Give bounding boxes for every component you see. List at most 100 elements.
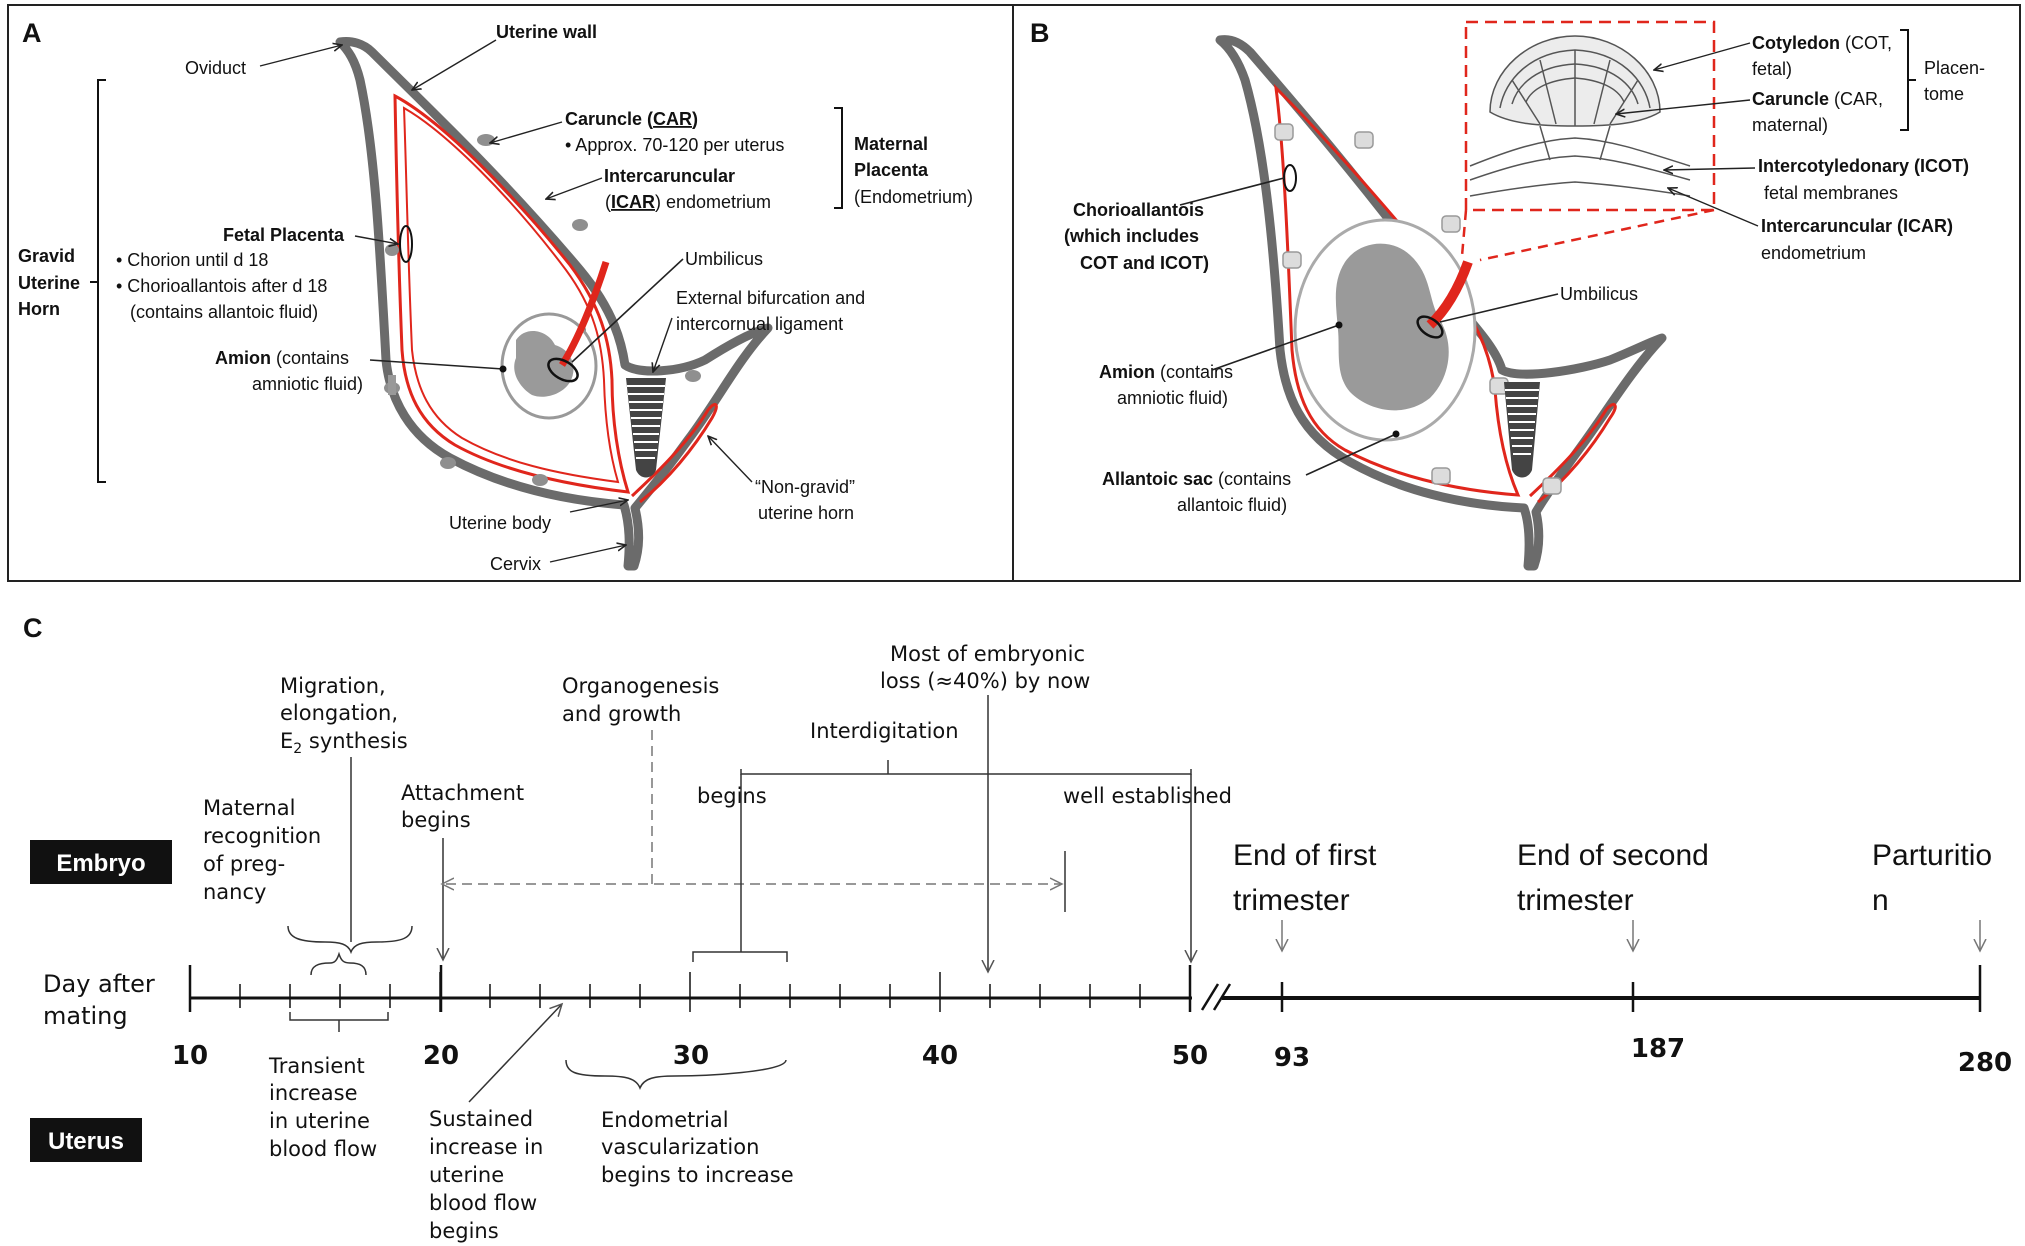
allantoic-label: Allantoic sac (contains xyxy=(1102,469,1291,489)
tick-50: 50 xyxy=(1172,1041,1208,1071)
non-gravid-arrow xyxy=(708,436,753,483)
loss-1: Most of embryonic xyxy=(890,642,1085,666)
cotyledon-arrow xyxy=(1654,42,1751,70)
maternal-bracket xyxy=(834,107,843,209)
chorioallantois-line xyxy=(1179,177,1285,206)
sustained-1: Sustained xyxy=(429,1107,533,1131)
interdigitation-bracket xyxy=(740,760,1192,775)
embryo-badge-bg xyxy=(30,840,172,884)
amion-label-a-2: amniotic fluid) xyxy=(252,374,363,394)
major-ticks xyxy=(188,965,1982,1012)
maternal-rec-4: nancy xyxy=(203,880,266,904)
caruncle-note: • Approx. 70-120 per uterus xyxy=(565,135,784,155)
interdig-begins: begins xyxy=(697,784,767,808)
icar-label-b: Intercaruncular (ICAR) xyxy=(1761,216,1953,236)
uterus-diagram-b xyxy=(1215,35,1667,571)
transient-3: in uterine xyxy=(269,1109,370,1133)
inset-frame xyxy=(1464,20,1716,212)
gravid-horn-3: Horn xyxy=(18,299,60,319)
fetus-a xyxy=(514,330,574,397)
caruncle-label-b-2: maternal) xyxy=(1752,115,1828,135)
inset-connector-1 xyxy=(1460,209,1468,257)
caruncle-label: Caruncle (CAR) xyxy=(565,109,698,129)
interdig-begins-bracket xyxy=(692,951,788,962)
allantoic-line xyxy=(1305,433,1397,476)
umbilicus-marker-b xyxy=(1416,315,1444,339)
non-gravid-2: uterine horn xyxy=(758,503,854,523)
ext-bifurcation-arrow xyxy=(653,317,673,372)
umbilicus-line-b xyxy=(1439,293,1559,323)
umbilicus-label-b: Umbilicus xyxy=(1560,284,1638,304)
interdig-established: well established xyxy=(1063,784,1232,808)
attachment-1: Attachment xyxy=(401,781,524,805)
attachment-2: begins xyxy=(401,808,471,832)
amion-label-a: Amion (contains xyxy=(215,348,349,368)
panel-c: C Embryo Uterus Day after mating 10 20 3… xyxy=(23,613,2012,1243)
umbilicus-marker xyxy=(547,357,579,383)
panel-b-frame xyxy=(1012,4,2021,582)
placentome-inset xyxy=(1460,20,1716,262)
intercornual-ligament-b xyxy=(1504,382,1540,478)
amnion-sac-a xyxy=(500,260,610,420)
gravid-horn-2: Uterine xyxy=(18,273,80,293)
amion-dot-a xyxy=(499,365,507,373)
loss-2: loss (≈40%) by now xyxy=(880,669,1090,693)
placentome-bracket xyxy=(1900,29,1916,131)
end-first-2: trimester xyxy=(1233,884,1350,917)
organogenesis-2: and growth xyxy=(562,702,681,726)
tick-187: 187 xyxy=(1631,1034,1685,1064)
icot-label: Intercotyledonary (ICOT) xyxy=(1758,156,1969,176)
sustained-2: increase in xyxy=(429,1135,543,1159)
chorioallantois-label-3: COT and ICOT) xyxy=(1080,253,1209,273)
fetus-b xyxy=(1335,243,1449,411)
amion-label-b: Amion (contains xyxy=(1099,362,1233,382)
inset-connector-2 xyxy=(1479,208,1715,262)
amion-line-b xyxy=(1211,324,1340,371)
caruncle-arrow xyxy=(490,121,563,143)
panel-a: A xyxy=(7,4,1014,582)
maternal-rec-bracket xyxy=(310,951,367,976)
umbilicus-label-a: Umbilicus xyxy=(685,249,763,269)
fetal-membrane-red-inner xyxy=(402,106,620,484)
migration-2: elongation, xyxy=(280,701,398,725)
axis-label-2: mating xyxy=(43,1002,128,1030)
maternal-placenta-3: (Endometrium) xyxy=(854,187,973,207)
sustained-5: begins xyxy=(429,1219,499,1243)
amion-dot-b xyxy=(1335,321,1343,329)
migration-bracket xyxy=(287,925,413,955)
interdigitation: Interdigitation xyxy=(810,719,959,743)
end-second-1: End of second xyxy=(1517,839,1709,872)
endometrial-bracket xyxy=(565,1059,787,1091)
parturition-2: n xyxy=(1872,884,1889,917)
oviduct-arrow xyxy=(259,45,342,67)
icar-label: (ICAR) endometrium xyxy=(605,192,771,212)
non-gravid-horn-red xyxy=(630,402,718,504)
icar-label-b-2: endometrium xyxy=(1761,243,1866,263)
allantoic-label-2: allantoic fluid) xyxy=(1177,495,1287,515)
non-gravid-1: “Non-gravid” xyxy=(755,477,855,497)
minor-ticks xyxy=(239,972,1141,1012)
panel-c-letter: C xyxy=(23,613,43,643)
icot-arrow xyxy=(1664,168,1756,170)
chorioallantois-label-1: Chorioallantois xyxy=(1073,200,1204,220)
embryo-badge: Embryo xyxy=(56,850,145,877)
non-gravid-horn-red-b xyxy=(1528,402,1617,504)
fetal-placenta-item-2: • Chorioallantois after d 18 xyxy=(116,276,327,296)
car-abbrev: CAR xyxy=(653,109,692,129)
ext-bifurcation-2: intercornual ligament xyxy=(676,314,843,334)
caruncle-arrow-b xyxy=(1616,99,1751,114)
ext-bifurcation-1: External bifurcation and xyxy=(676,288,865,308)
uterus-badge: Uterus xyxy=(48,1128,124,1155)
fetal-placenta-marker xyxy=(388,375,396,395)
maternal-rec-3: of preg- xyxy=(203,852,285,876)
intercornual-ligament xyxy=(626,378,666,478)
amion-line-a xyxy=(369,359,504,370)
tick-280: 280 xyxy=(1958,1048,2012,1078)
chorioallantois-label-2: (which includes xyxy=(1064,226,1199,246)
icar-abbrev: ICAR xyxy=(611,192,655,212)
transient-bracket xyxy=(289,1012,389,1032)
caruncle-label-b: Caruncle (CAR, xyxy=(1752,89,1883,109)
gravid-bracket xyxy=(90,79,106,483)
maternal-rec-1: Maternal xyxy=(203,796,295,820)
axis-break xyxy=(1200,983,1232,1011)
